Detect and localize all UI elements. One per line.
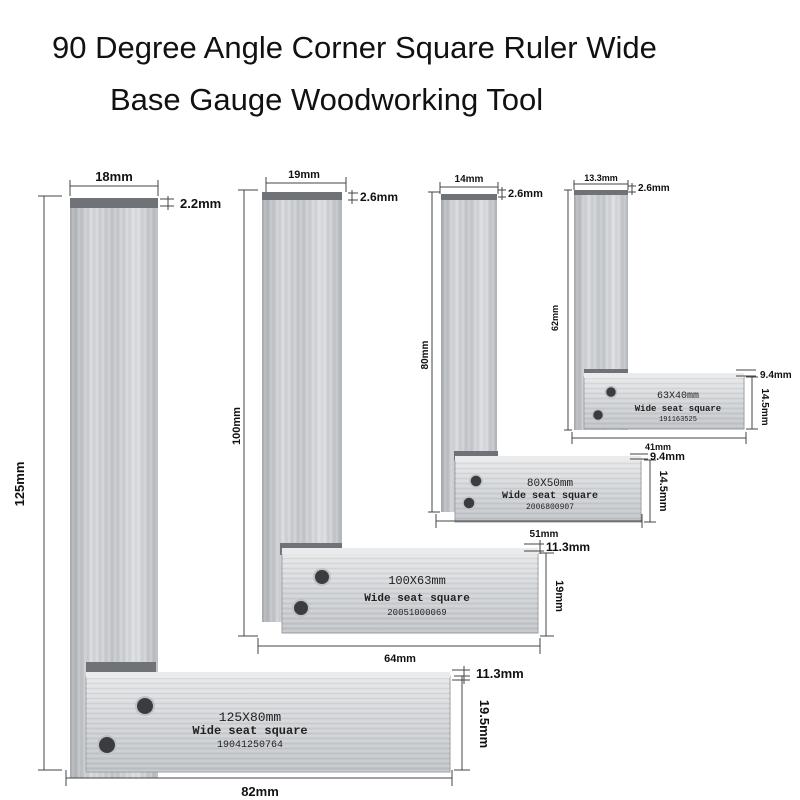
dim-base-width: 14.5mm <box>657 471 669 512</box>
engraving-serial: 20051000069 <box>387 608 446 618</box>
dim-blade-length: 80mm <box>420 340 431 369</box>
dim-base-thickness: 9.4mm <box>760 370 792 381</box>
dim-blade-length: 62mm <box>550 305 560 331</box>
engraving-size: 63X40mm <box>657 391 699 402</box>
engraving-size: 80X50mm <box>527 478 574 490</box>
engraving-type: Wide seat square <box>635 404 721 414</box>
dim-blade-width: 19mm <box>288 169 320 181</box>
dim-blade-thickness: 2.6mm <box>360 190 398 204</box>
dim-base-length: 41mm <box>645 442 671 452</box>
engraving-type: Wide seat square <box>502 490 598 502</box>
dim-blade-width: 13.3mm <box>584 173 618 183</box>
dim-base-length: 82mm <box>241 784 279 799</box>
engraving-serial: 19041250764 <box>217 740 283 751</box>
square-125x80: 125X80mm Wide seat square 19041250764 18… <box>12 169 524 799</box>
dim-blade-width: 18mm <box>95 169 133 184</box>
square-80x50: 80X50mm Wide seat square 2006800907 14mm… <box>420 174 685 540</box>
dim-base-thickness: 11.3mm <box>546 540 590 554</box>
square-63x40: 63X40mm Wide seat square 191163525 13.3m… <box>550 173 792 452</box>
dim-blade-length: 125mm <box>12 462 27 507</box>
engraving-type: Wide seat square <box>192 724 307 738</box>
dim-blade-thickness: 2.6mm <box>508 188 543 200</box>
dim-blade-width: 14mm <box>455 174 484 185</box>
title-line-1: 90 Degree Angle Corner Square Ruler Wide <box>52 30 657 65</box>
dim-base-length: 51mm <box>530 529 559 540</box>
engraving-serial: 191163525 <box>659 416 697 424</box>
dim-base-thickness: 11.3mm <box>476 666 524 681</box>
engraving-size: 125X80mm <box>219 710 282 725</box>
dim-blade-length: 100mm <box>231 407 243 445</box>
dim-blade-thickness: 2.2mm <box>180 196 221 211</box>
dim-base-thickness: 9.4mm <box>650 451 685 463</box>
engraving-size: 100X63mm <box>388 574 446 588</box>
dim-blade-thickness: 2.6mm <box>638 183 670 194</box>
title-line-2: Base Gauge Woodworking Tool <box>110 82 544 117</box>
dim-base-width: 14.5mm <box>759 388 770 425</box>
dim-base-length: 64mm <box>384 653 416 665</box>
dim-base-width: 19.5mm <box>477 700 492 748</box>
engraving-serial: 2006800907 <box>526 503 574 512</box>
dim-base-width: 19mm <box>553 580 565 612</box>
engraving-type: Wide seat square <box>364 593 470 605</box>
square-100x63: 100X63mm Wide seat square 20051000069 19… <box>231 169 590 665</box>
